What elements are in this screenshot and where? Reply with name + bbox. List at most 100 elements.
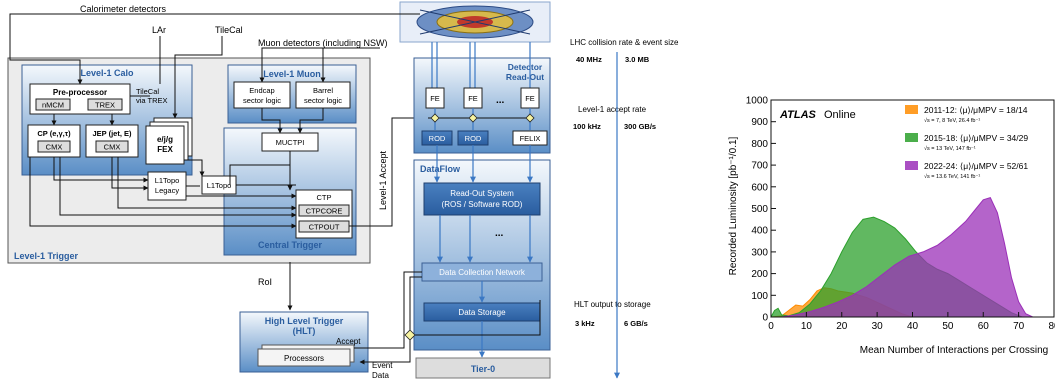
readout-dots: ... [496,95,505,106]
fex-label-2: FEX [157,145,173,154]
x-tick-label: 10 [801,321,813,332]
rod-to-ros-links [434,145,533,183]
level1-accept-label: Level-1 Accept [378,150,388,210]
x-tick-label: 40 [907,321,919,332]
dataflow-title: DataFlow [420,164,461,174]
legend-sub-3: √s = 13.6 TeV, 141 fb⁻¹ [924,173,980,180]
ctp-label: CTP [317,193,332,202]
felix-label: FELIX [520,134,541,143]
preprocessor-label: Pre-processor [53,88,107,97]
tier0-label: Tier-0 [471,364,495,374]
l1-size: 300 GB/s [624,122,656,131]
rates-panel: LHC collision rate & event size 40 MHz 3… [570,38,679,379]
dcn-label: Data Collection Network [439,268,526,277]
tier0-box [415,357,551,379]
nmcm-label: nMCM [42,101,64,110]
hlt-accept-diamond [404,329,416,341]
y-tick-label: 500 [751,204,768,215]
luminosity-chart: Recorded Luminosity [pb⁻¹/0.1] Mean Numb… [728,96,1055,357]
rod-label-1: ROD [429,134,446,143]
y-tick-label: 600 [751,182,768,193]
fex-stack [145,117,193,165]
cmx-label-1: CMX [46,143,63,152]
ctpcore-label: CTPCORE [306,207,343,216]
legend-swatch-3 [905,161,918,170]
lhc-title: LHC collision rate & event size [570,38,679,47]
l1-rate: 100 kHz [573,122,601,131]
chart-xlabel: Mean Number of Interactions per Crossing [860,345,1048,356]
y-tick-label: 1000 [746,96,769,107]
y-tick-label: 900 [751,117,768,128]
detector-to-fe-links [431,42,531,88]
legend-label-1: 2011-12: ⟨μ⟩/μMPV = 18/14 [924,105,1028,115]
l1-title: Level-1 accept rate [578,105,647,114]
chart-plot-area [770,197,1033,318]
endcap-label-1: Endcap [249,86,274,95]
cp-label: CP (e,γ,τ) [37,129,71,138]
fex-label-1: e/j/g [157,135,173,144]
legend-label-2: 2015-18: ⟨μ⟩/μMPV = 34/29 [924,133,1028,143]
cmx-box-1 [37,140,71,153]
hlt-connections [354,271,541,365]
hlt-out-title: HLT output to storage [574,300,651,309]
x-tick-label: 20 [836,321,848,332]
hlt-accept-label: Accept [336,337,361,346]
y-tick-label: 300 [751,247,768,258]
y-tick-label: 400 [751,226,768,237]
ctpcore-box [298,204,350,217]
dataflow-dots: ... [495,228,504,239]
legend-swatch-2 [905,133,918,142]
muctpi-label: MUCTPI [276,138,305,147]
cmx-label-2: CMX [104,143,121,152]
barrel-label-2: sector logic [304,96,342,105]
jep-label: JEP (jet, E) [92,129,132,138]
calorimeter-detectors-label: Calorimeter detectors [80,4,167,14]
event-data-label-1: Event [372,361,393,370]
hlt-title-2: (HLT) [293,326,316,336]
hlt-out-rate: 3 kHz [575,319,595,328]
tilecal-via-trex-label-2: via TREX [136,96,168,105]
readout-title-1: Detector [508,62,543,72]
legend-sub-1: √s = 7, 8 TeV, 26.4 fb⁻¹ [924,117,980,124]
x-tick-label: 80 [1048,321,1055,332]
legend-swatch-1 [905,105,918,114]
atlas-detector-image [399,1,551,43]
level1-trigger-label: Level-1 Trigger [14,251,79,261]
atlas-label: ATLAS [779,109,817,121]
level1-connections [9,13,428,311]
chart-legend: 2011-12: ⟨μ⟩/μMPV = 18/14 √s = 7, 8 TeV, … [905,105,1028,180]
y-tick-label: 0 [762,313,768,324]
legend-sub-2: √s = 13 TeV, 147 fb⁻¹ [924,145,976,152]
event-data-label-2: Data [372,371,389,380]
chart-ylabel: Recorded Luminosity [pb⁻¹/0.1] [728,136,739,275]
readout-title-2: Read-Out [506,72,544,82]
lar-label: LAr [152,25,166,35]
l1topo-legacy-label-1: L1Topo [155,176,180,185]
nmcm-box [35,98,71,111]
barrel-label-1: Barrel [313,86,333,95]
y-tick-label: 100 [751,291,768,302]
endcap-sector-logic-box [233,81,291,109]
tilecal-label: TileCal [215,25,243,35]
processors-stack [257,344,355,367]
roi-label: RoI [258,277,272,287]
ros-box [423,182,541,216]
fe-label-2: FE [468,94,478,103]
x-tick-label: 70 [1013,321,1025,332]
series-area-3 [781,197,1033,318]
hlt-title-1: High Level Trigger [265,316,344,326]
online-label: Online [824,109,856,121]
y-tick-label: 700 [751,161,768,172]
y-tick-label: 200 [751,269,768,280]
ctpout-label: CTPOUT [309,223,340,232]
endcap-label-2: sector logic [243,96,281,105]
central-trigger-label: Central Trigger [258,240,323,250]
atlas-trigger-daq-diagram: Calorimeter detectors LAr TileCal Muon d… [7,1,679,380]
lhc-size: 3.0 MB [625,55,650,64]
l1-accept-diamonds [430,113,535,123]
x-tick-label: 50 [942,321,954,332]
fe-label-3: FE [525,94,535,103]
ros-to-dcn-links [437,215,533,263]
trex-box [87,98,123,111]
y-tick-label: 800 [751,139,768,150]
